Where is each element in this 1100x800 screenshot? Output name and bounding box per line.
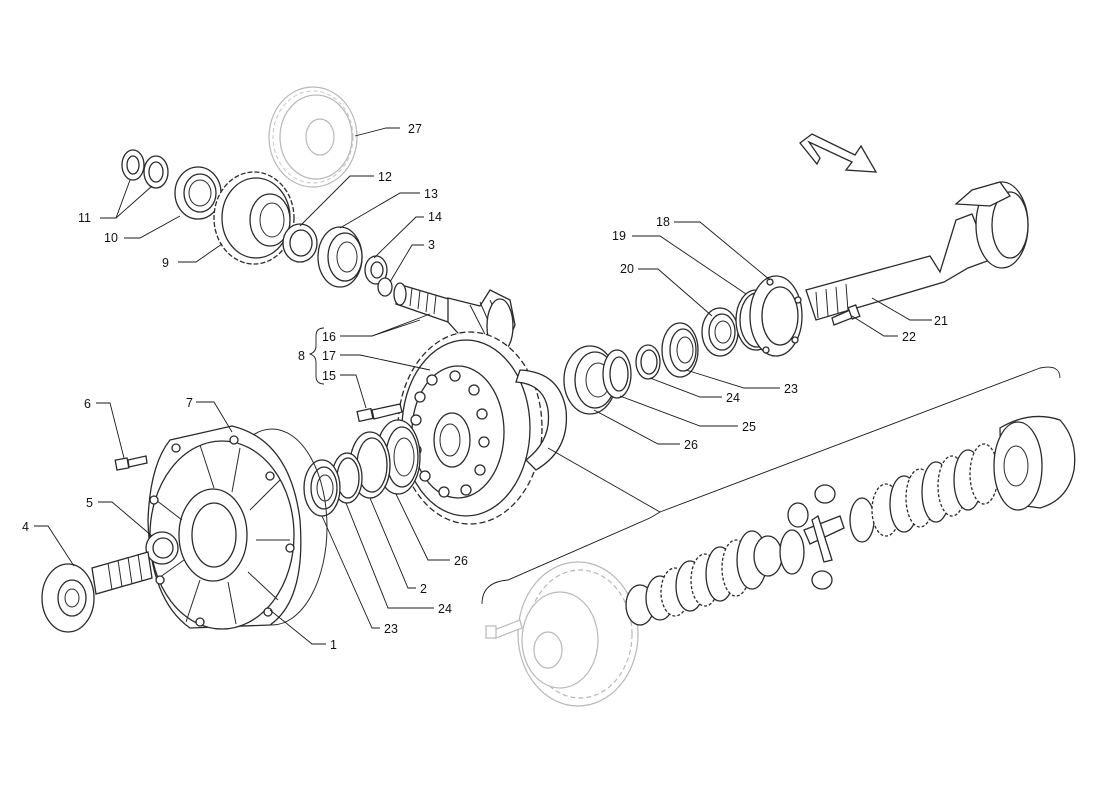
callout-5: 5 bbox=[86, 496, 93, 510]
callout-7: 7 bbox=[186, 396, 193, 410]
leader-lines bbox=[34, 127, 932, 645]
flange-18 bbox=[749, 275, 803, 357]
callout-11: 11 bbox=[78, 211, 91, 225]
bearing-10 bbox=[174, 166, 222, 220]
bracket-8 bbox=[308, 327, 325, 385]
ring-gear-17 bbox=[397, 331, 568, 525]
callout-24-right: 24 bbox=[726, 391, 740, 405]
ghost-gear-27 bbox=[268, 86, 358, 188]
output-shaft-21 bbox=[805, 181, 1029, 321]
callout-3: 3 bbox=[428, 238, 435, 252]
housing-cover-1 bbox=[147, 425, 302, 630]
flange-shaft-4 bbox=[41, 551, 153, 633]
bolt-22 bbox=[831, 304, 861, 326]
callout-9: 9 bbox=[162, 256, 169, 270]
callout-17: 17 bbox=[322, 349, 336, 363]
callout-23-right: 23 bbox=[784, 382, 798, 396]
nut-3 bbox=[377, 277, 393, 297]
callout-14: 14 bbox=[428, 210, 442, 224]
callout-2: 2 bbox=[420, 582, 427, 596]
callout-25: 25 bbox=[742, 420, 756, 434]
callout-26-right: 26 bbox=[684, 438, 698, 452]
callout-labels: 27 12 13 14 3 11 10 9 16 8 17 15 18 19 2… bbox=[22, 122, 948, 652]
callout-26-left: 26 bbox=[454, 554, 468, 568]
callout-13: 13 bbox=[424, 187, 438, 201]
callout-21: 21 bbox=[934, 314, 948, 328]
callout-10: 10 bbox=[104, 231, 118, 245]
callout-23-left: 23 bbox=[384, 622, 398, 636]
callout-4: 4 bbox=[22, 520, 29, 534]
callout-18: 18 bbox=[656, 215, 670, 229]
callout-15: 15 bbox=[322, 369, 336, 383]
bearing-13 bbox=[317, 226, 363, 288]
callout-8: 8 bbox=[298, 349, 305, 363]
seal-23-right bbox=[661, 322, 699, 378]
bolt-15 bbox=[356, 403, 403, 423]
bolt-6 bbox=[114, 455, 148, 471]
seal-5 bbox=[145, 531, 179, 565]
shim-12 bbox=[282, 223, 318, 263]
direction-arrow-icon bbox=[799, 133, 878, 173]
lock-rings-11 bbox=[121, 149, 169, 189]
callout-27: 27 bbox=[408, 122, 422, 136]
ring-25 bbox=[602, 349, 632, 399]
spacer-14 bbox=[364, 255, 388, 285]
callout-19: 19 bbox=[612, 229, 626, 243]
callout-22: 22 bbox=[902, 330, 916, 344]
callout-6: 6 bbox=[84, 397, 91, 411]
callout-16: 16 bbox=[322, 330, 336, 344]
callout-12: 12 bbox=[378, 170, 392, 184]
seal-23-left bbox=[303, 459, 341, 517]
callout-1: 1 bbox=[330, 638, 337, 652]
detail-bracket bbox=[481, 366, 1061, 605]
bearing-20 bbox=[701, 307, 739, 357]
circlip-24-right bbox=[635, 344, 661, 380]
callout-24-left: 24 bbox=[438, 602, 452, 616]
differential-detail bbox=[485, 415, 1076, 707]
callout-20: 20 bbox=[620, 262, 634, 276]
gear-9 bbox=[213, 171, 295, 265]
